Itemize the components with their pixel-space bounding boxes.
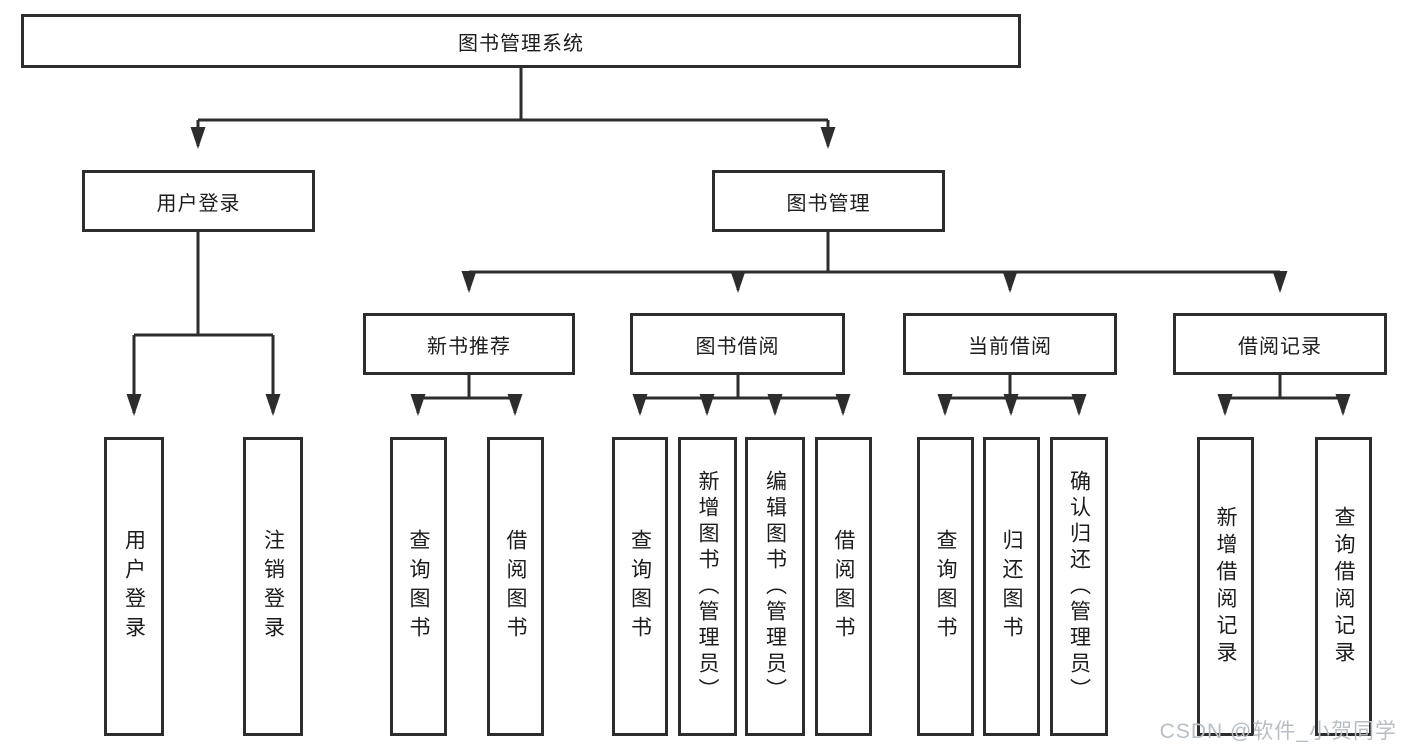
- watermark: CSDN @软件_小贺同学: [1159, 720, 1397, 743]
- node-leaf-rec-borrow-books: 借阅图书: [487, 437, 544, 736]
- node-leaf-logout: 注销登录: [243, 437, 303, 736]
- node-borrow-records: 借阅记录: [1173, 313, 1387, 375]
- node-root: 图书管理系统: [21, 14, 1021, 68]
- node-leaf-bb-edit-books: 编辑图书（管理员）: [745, 437, 805, 736]
- node-leaf-bb-query-books: 查询图书: [612, 437, 668, 736]
- node-book-management: 图书管理: [712, 170, 945, 232]
- node-leaf-cb-confirm-return: 确认归还（管理员）: [1050, 437, 1108, 736]
- node-leaf-br-add-record: 新增借阅记录: [1197, 437, 1254, 736]
- node-current-borrow: 当前借阅: [903, 313, 1117, 375]
- node-leaf-rec-query-books: 查询图书: [390, 437, 447, 736]
- node-user-login: 用户登录: [82, 170, 315, 232]
- node-leaf-cb-return-books: 归还图书: [983, 437, 1040, 736]
- node-leaf-user-login: 用户登录: [104, 437, 164, 736]
- node-leaf-cb-query-books: 查询图书: [917, 437, 974, 736]
- node-new-book-recommend: 新书推荐: [363, 313, 575, 375]
- node-book-borrow: 图书借阅: [630, 313, 845, 375]
- node-leaf-bb-borrow-books: 借阅图书: [815, 437, 872, 736]
- node-leaf-bb-add-books: 新增图书（管理员）: [678, 437, 737, 736]
- node-leaf-br-query-record: 查询借阅记录: [1315, 437, 1372, 736]
